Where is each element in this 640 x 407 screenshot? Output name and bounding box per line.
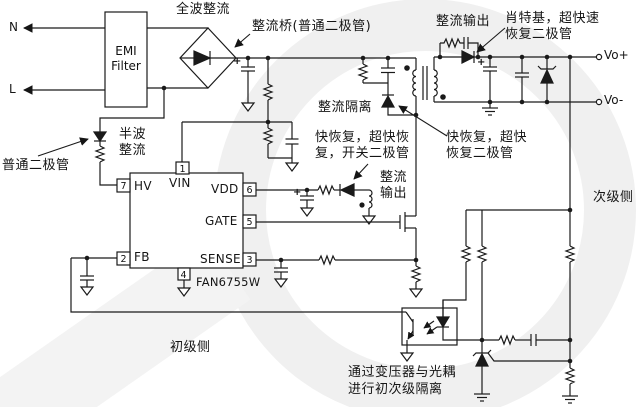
vin-supply-network bbox=[181, 58, 299, 172]
label-rect-out-mid-1: 整流 bbox=[380, 170, 408, 185]
label-rect-out-mid-2: 输出 bbox=[380, 186, 408, 201]
pin-num-5: 5 bbox=[246, 217, 253, 228]
pin-num-3: 3 bbox=[246, 255, 253, 266]
feedback-network bbox=[442, 57, 579, 404]
fb-network bbox=[70, 257, 402, 313]
label-isolation-note-1: 通过变压器与光耦 bbox=[348, 365, 457, 380]
label-secondary-side: 次级侧 bbox=[593, 190, 634, 205]
out-cap-plus-sign: + bbox=[477, 57, 486, 68]
terminal-vo-plus-label: Vo+ bbox=[604, 48, 629, 62]
pin-name-gate: GATE bbox=[205, 214, 238, 228]
pin-name-vin: VIN bbox=[169, 176, 191, 190]
output-terminals bbox=[595, 53, 603, 106]
rcd-clamp-network bbox=[357, 58, 416, 116]
pin-name-hv: HV bbox=[134, 179, 152, 193]
label-schottky-1: 肖特基，超快速 bbox=[505, 11, 600, 26]
pin-num-4: 4 bbox=[180, 270, 187, 281]
pin-name-vdd: VDD bbox=[211, 182, 239, 196]
label-schottky-2: 恢复二极管 bbox=[505, 27, 573, 42]
label-fast-recovery-switch-2: 复，开关二极管 bbox=[315, 146, 410, 161]
transformer bbox=[404, 57, 446, 102]
label-half-wave-2: 整流 bbox=[119, 143, 147, 158]
junction-dots bbox=[84, 54, 573, 364]
label-fast-recovery-1: 快恢复，超快 bbox=[446, 130, 528, 145]
label-primary-side: 初级侧 bbox=[170, 340, 211, 355]
output-filter bbox=[434, 57, 596, 116]
label-bridge: 整流桥(普通二极管) bbox=[252, 19, 372, 34]
label-isolation-note-2: 进行初次级隔离 bbox=[348, 382, 443, 397]
emi-filter-box bbox=[104, 11, 148, 108]
terminal-n-label: N bbox=[9, 20, 18, 34]
ic-fan6755w bbox=[116, 161, 257, 297]
vdd-rectifier-network bbox=[256, 183, 376, 225]
terminal-vo-minus-label: Vo- bbox=[604, 93, 624, 107]
half-wave-rectifier-branch bbox=[92, 88, 165, 186]
label-fast-recovery-2: 恢复二极管 bbox=[446, 146, 514, 161]
pin-name-sense: SENSE bbox=[200, 252, 241, 266]
ic-part-number: FAN6755W bbox=[196, 275, 261, 289]
terminal-l-label: L bbox=[9, 82, 16, 96]
pin-num-2: 2 bbox=[120, 254, 127, 265]
vdd-cap-plus-sign: + bbox=[293, 187, 302, 198]
optocoupler bbox=[400, 300, 482, 362]
sense-network bbox=[256, 254, 416, 288]
bulk-capacitor bbox=[241, 58, 255, 112]
pin-name-fb: FB bbox=[134, 250, 150, 264]
label-rect-out-top: 整流输出 bbox=[436, 14, 491, 29]
pin-num-1: 1 bbox=[179, 164, 186, 175]
label-ordinary-diode: 普通二极管 bbox=[2, 158, 70, 173]
label-fast-recovery-switch-1: 快恢复，超快恢 bbox=[315, 130, 410, 145]
pin-num-6: 6 bbox=[246, 185, 253, 196]
label-full-wave: 全波整流 bbox=[176, 2, 231, 17]
ac-input-leads bbox=[23, 23, 105, 95]
bulk-cap-plus-sign: + bbox=[233, 56, 242, 67]
pin-num-7: 7 bbox=[120, 181, 127, 192]
label-half-wave-1: 半波 bbox=[119, 127, 147, 142]
annotation-arrows bbox=[37, 27, 506, 180]
label-rect-isolation: 整流隔离 bbox=[318, 100, 373, 115]
bridge-rectifier bbox=[179, 27, 237, 89]
